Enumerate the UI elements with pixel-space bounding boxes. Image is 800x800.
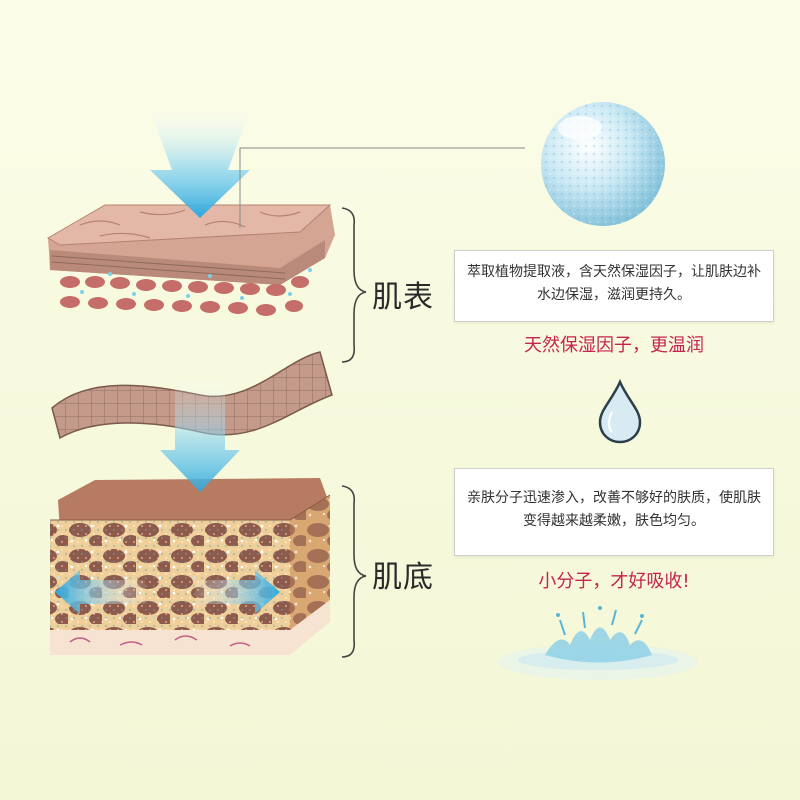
water-splash-icon bbox=[498, 606, 698, 680]
brace-top bbox=[341, 207, 367, 363]
tagline-absorption: 小分子，才好吸收! bbox=[538, 571, 690, 592]
water-drop-icon bbox=[598, 378, 642, 444]
info-box-absorption: 亲肤分子迅速渗入，改善不够好的肤质，使肌肤变得越来越柔嫩，肤色均匀。 bbox=[454, 468, 774, 556]
down-arrow-top bbox=[150, 110, 250, 218]
water-bubble-icon bbox=[541, 102, 665, 226]
down-arrow-middle bbox=[160, 380, 240, 492]
layer-label-surface: 肌表 bbox=[372, 280, 434, 315]
spread-arrows bbox=[55, 570, 280, 614]
info-box-moisture: 萃取植物提取液，含天然保湿因子，让肌肤边补水边保湿，滋润更持久。 bbox=[454, 250, 774, 322]
dermis-block bbox=[50, 478, 331, 655]
tagline-moisture: 天然保湿因子，更温润 bbox=[524, 335, 704, 356]
brace-bottom bbox=[341, 485, 367, 658]
skin-cells bbox=[60, 268, 312, 316]
epidermis-slab bbox=[47, 204, 335, 285]
layer-label-deep: 肌底 bbox=[372, 560, 434, 595]
connector-line bbox=[239, 147, 525, 228]
